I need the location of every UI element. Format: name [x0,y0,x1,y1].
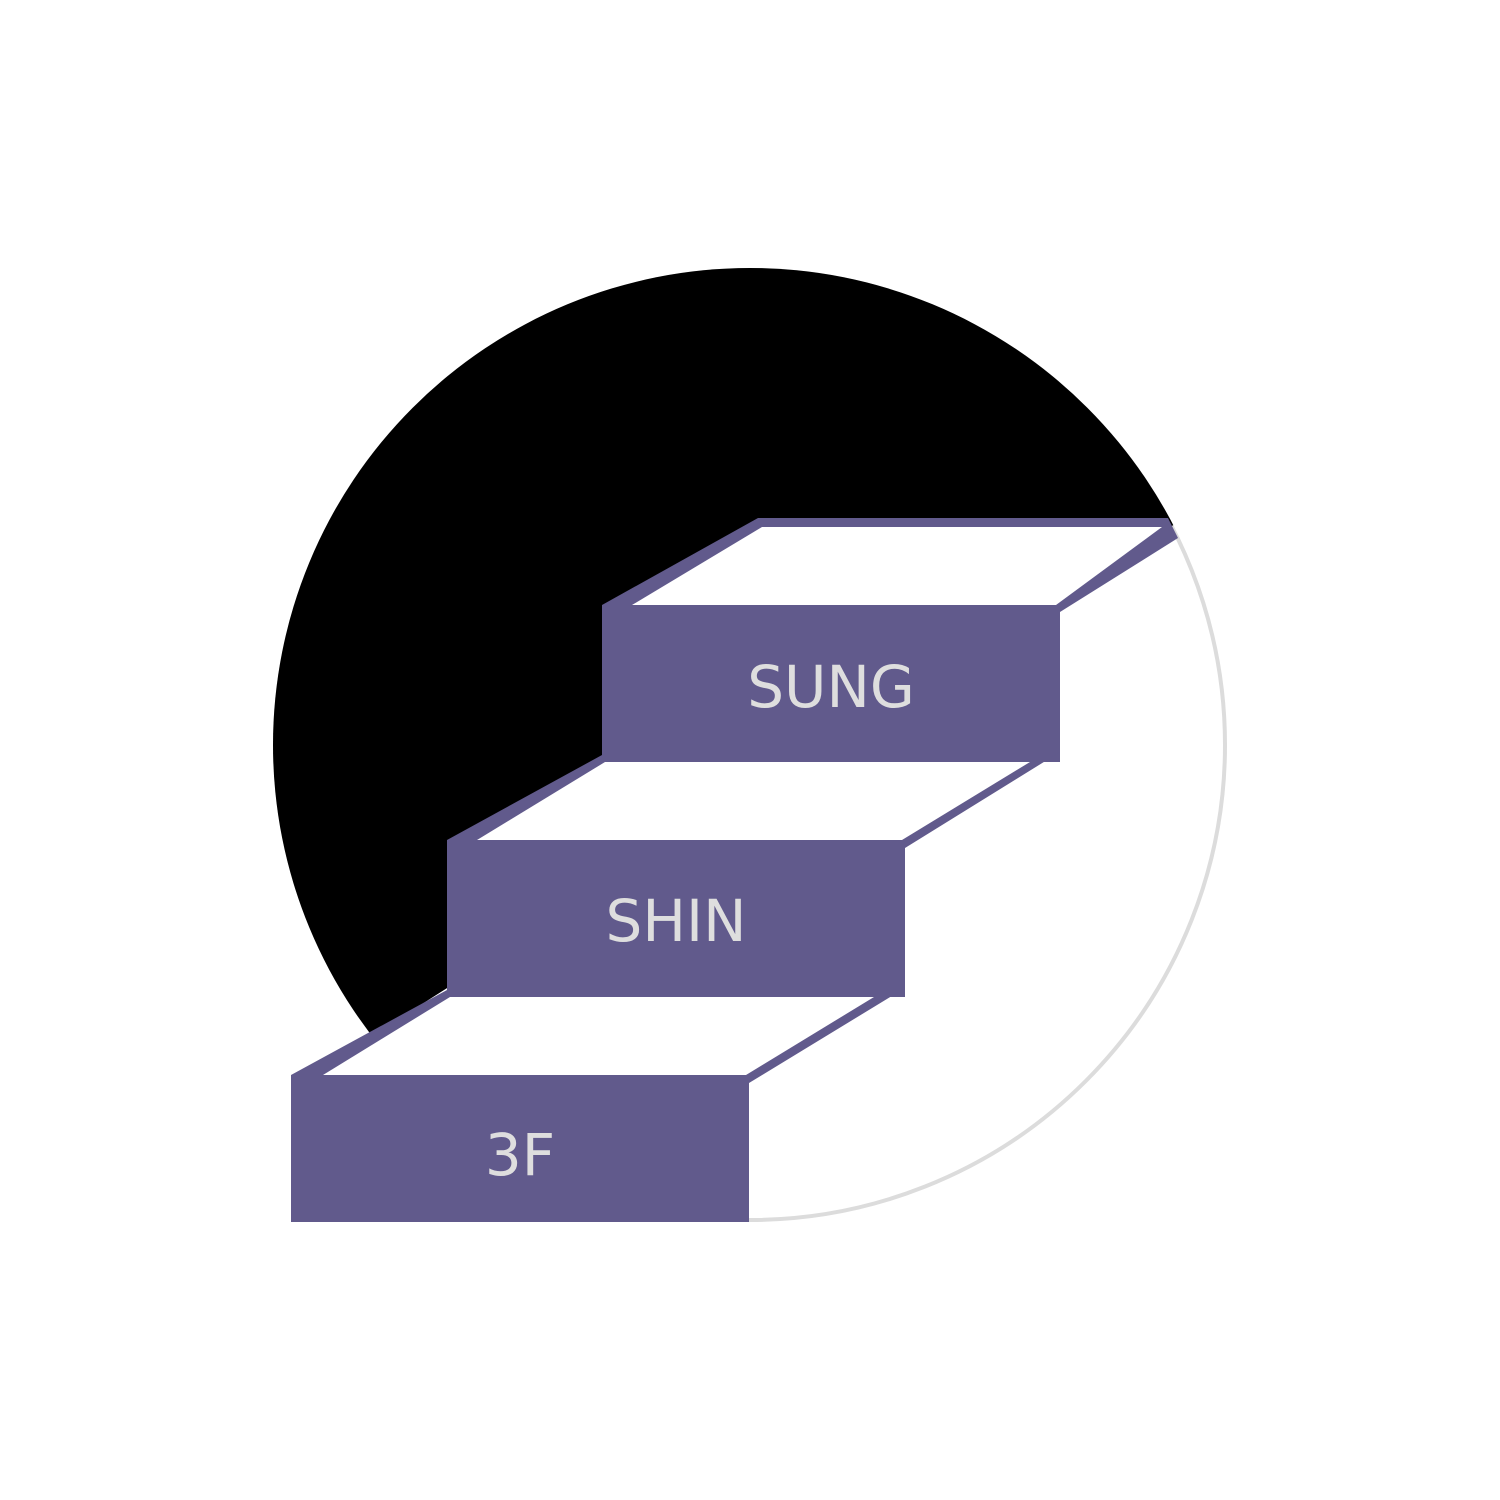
step-label-shin: SHIN [606,887,747,955]
riser-3f [291,1075,749,1222]
tread-top-surface [632,527,1162,605]
step-label-3f: 3F [485,1121,555,1189]
riser-sung [602,605,1060,762]
step-label-sung: SUNG [747,653,915,721]
tread-middle-surface [477,762,1030,840]
tread-bottom-surface [323,997,874,1075]
staircase [291,518,1178,1222]
riser-shin [447,840,905,997]
